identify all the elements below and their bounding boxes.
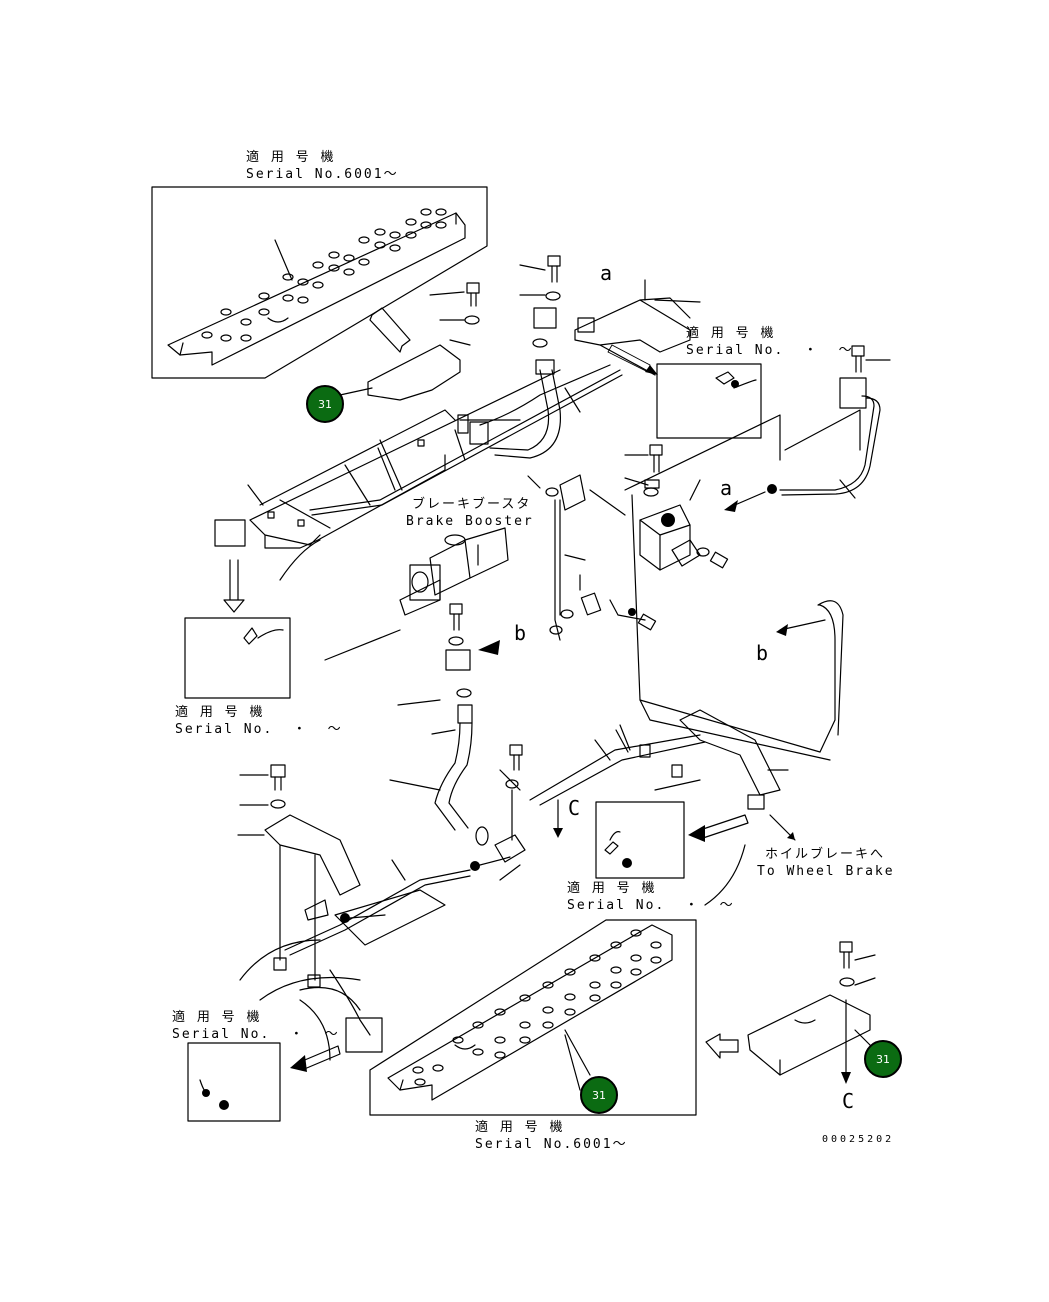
- ref-b-middle: b: [514, 621, 527, 645]
- serial-label-left-middle: Serial No. ・ 〜: [175, 722, 343, 737]
- ref-b-right: b: [756, 641, 769, 665]
- center-fittings: [527, 474, 657, 641]
- serial-label-jp-left-lower: 適 用 号 機: [172, 1010, 262, 1025]
- brake-booster: [399, 527, 509, 616]
- inset-step-plate-top: [151, 186, 488, 379]
- bolts-top: [429, 255, 561, 348]
- wheel-brake-label-jp: ホイルブレーキへ: [765, 847, 886, 862]
- step-plate-holes: [201, 208, 447, 342]
- right-frame-lines: [624, 414, 844, 761]
- inset-left-lower: [187, 1017, 383, 1122]
- inset-left-middle: [184, 519, 291, 699]
- serial-label-jp-right-upper: 適 用 号 機: [686, 326, 776, 341]
- inset-right-upper: [656, 363, 762, 439]
- lower-brake-pipes: [239, 869, 471, 1061]
- serial-label-jp-bottom: 適 用 号 機: [475, 1120, 565, 1135]
- inset-step-plate-bottom: [369, 919, 697, 1116]
- wheel-brake-label-en: To Wheel Brake: [757, 864, 895, 879]
- brake-valve: [624, 444, 729, 571]
- right-brake-pipe: [724, 345, 891, 512]
- leader-lines: [247, 279, 789, 1091]
- serial-label-jp-top: 適 用 号 機: [246, 150, 336, 165]
- serial-label-bottom: Serial No.6001〜: [475, 1137, 628, 1152]
- ref-c-bottom: C: [842, 1089, 855, 1113]
- serial-label-jp-middle-lower: 適 用 号 機: [567, 881, 657, 896]
- callout-31-top-left[interactable]: 31: [306, 385, 344, 423]
- step-bracket-top-right: [574, 297, 691, 376]
- bracket-c: [470, 744, 563, 881]
- ref-a-top: a: [600, 261, 613, 285]
- serial-label-jp-left-middle: 適 用 号 機: [175, 705, 265, 720]
- serial-label-middle-lower: Serial No. ・ 〜: [567, 898, 735, 913]
- lower-left-bracket: [237, 764, 361, 988]
- callout-31-bottom-center[interactable]: 31: [580, 1076, 618, 1114]
- serial-label-right-upper: Serial No. ・ 〜: [686, 343, 854, 358]
- drawing-number: 00025202: [822, 1134, 895, 1145]
- middle-lower-frame: [499, 709, 796, 906]
- ref-c-middle: C: [568, 796, 581, 820]
- serial-label-top: Serial No.6001〜: [246, 167, 399, 182]
- step-plate-holes-bottom: [412, 929, 662, 1086]
- inset-middle-lower: [595, 801, 685, 879]
- brake-booster-label-jp: ブレーキブースタ: [412, 497, 532, 512]
- ref-a-right: a: [720, 476, 733, 500]
- callout-31-bottom-right[interactable]: 31: [864, 1040, 902, 1078]
- booster-hose: [389, 603, 500, 846]
- left-floor-frame: [249, 339, 561, 581]
- brake-lines-upper: [309, 359, 623, 516]
- brake-booster-label-en: Brake Booster: [406, 514, 534, 529]
- bracket-bottom-right: [705, 941, 876, 1084]
- serial-label-left-lower: Serial No. ・ 〜: [172, 1027, 340, 1042]
